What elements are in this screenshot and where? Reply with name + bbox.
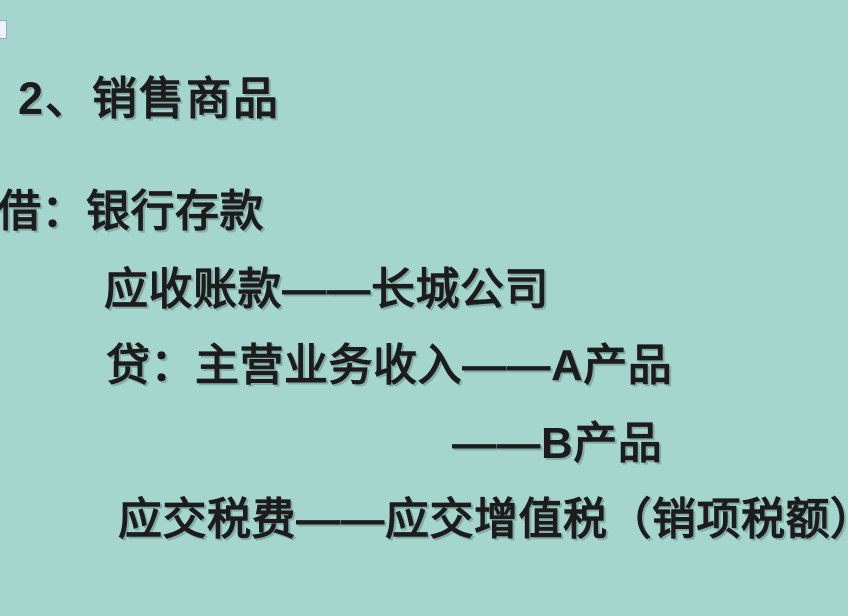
journal-entry-line-taxes-payable-vat-output: 应交税费——应交增值税（销项税额） [118,495,848,544]
left-edge-panel-fragment [0,20,7,39]
slide-heading: 2、销售商品 [18,73,281,124]
journal-entry-line-debit-bank-deposit: 借：银行存款 [0,187,264,236]
journal-entry-line-product-b: ——B产品 [452,419,663,468]
journal-entry-line-accounts-receivable: 应收账款——长城公司 [104,265,549,314]
journal-entry-line-credit-main-revenue-product-a: 贷：主营业务收入——A产品 [106,341,673,390]
